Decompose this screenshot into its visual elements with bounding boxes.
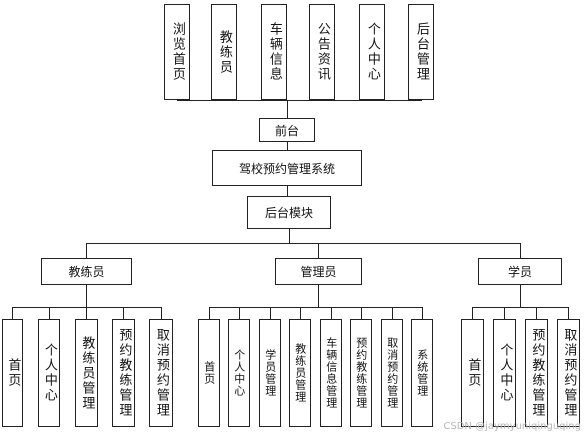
admin-module-cancel-booking: 取消预约管理 xyxy=(381,319,403,427)
frontend-module-vehicle-info: 车辆信息 xyxy=(261,4,287,100)
coach-drop-5 xyxy=(161,307,162,319)
role-coach: 教练员 xyxy=(41,258,132,285)
frontend-stem xyxy=(287,100,288,118)
admin-module-student-management: 学员管理 xyxy=(259,319,281,427)
admin-module-home: 首页 xyxy=(198,319,220,427)
coach-module-booking-management: 预约教练管理 xyxy=(112,319,135,427)
coach-drop-4 xyxy=(123,307,124,319)
admin-module-coach-management: 教练员管理 xyxy=(289,319,311,427)
coach-stem xyxy=(86,285,87,307)
student-module-booking-management: 预约教练管理 xyxy=(525,319,548,427)
student-drop-4 xyxy=(568,307,569,319)
frontend-module-personal-center: 个人中心 xyxy=(359,4,385,100)
coach-drop-2 xyxy=(49,307,50,319)
coach-module-coach-management: 教练员管理 xyxy=(75,319,98,427)
watermark: CSDN @jaymyuniqinguqing xyxy=(443,421,581,432)
system-to-backend-line xyxy=(287,186,288,196)
role-admin-drop xyxy=(318,243,319,258)
system-node: 驾校预约管理系统 xyxy=(212,150,362,186)
admin-module-vehicle-management: 车辆信息管理 xyxy=(320,319,342,427)
coach-module-home: 首页 xyxy=(2,319,23,427)
admin-bus-line xyxy=(209,307,422,308)
admin-drop-3 xyxy=(270,307,271,319)
admin-drop-1 xyxy=(209,307,210,319)
admin-module-personal-center: 个人中心 xyxy=(228,319,250,427)
front-node: 前台 xyxy=(259,118,315,142)
frontend-module-announcements: 公告资讯 xyxy=(309,4,335,100)
admin-drop-7 xyxy=(392,307,393,319)
admin-drop-4 xyxy=(300,307,301,319)
backend-stem xyxy=(289,229,290,243)
admin-stem xyxy=(318,285,319,307)
admin-drop-6 xyxy=(361,307,362,319)
role-admin: 管理员 xyxy=(275,258,362,285)
admin-drop-5 xyxy=(331,307,332,319)
frontend-module-browse-home: 浏览首页 xyxy=(164,4,190,100)
coach-drop-3 xyxy=(86,307,87,319)
frontend-bus-line xyxy=(177,100,422,101)
student-drop-1 xyxy=(472,307,473,319)
frontend-module-coach: 教练员 xyxy=(211,4,237,100)
backend-node: 后台模块 xyxy=(247,196,331,229)
student-bus-line xyxy=(472,307,568,308)
student-module-personal-center: 个人中心 xyxy=(493,319,516,427)
front-to-system-line xyxy=(287,142,288,150)
student-drop-3 xyxy=(536,307,537,319)
coach-drop-1 xyxy=(12,307,13,319)
roles-bus-line xyxy=(86,243,520,244)
student-module-cancel-booking: 取消预约管理 xyxy=(557,319,580,427)
role-student-drop xyxy=(520,243,521,258)
student-stem xyxy=(520,285,521,307)
admin-drop-2 xyxy=(239,307,240,319)
admin-module-booking-management: 预约教练管理 xyxy=(350,319,372,427)
coach-module-personal-center: 个人中心 xyxy=(38,319,60,427)
student-module-home: 首页 xyxy=(461,319,484,427)
coach-module-cancel-booking: 取消预约管理 xyxy=(149,319,173,427)
student-drop-2 xyxy=(504,307,505,319)
role-coach-drop xyxy=(86,243,87,258)
role-student: 学员 xyxy=(478,258,562,285)
frontend-module-backend-admin: 后台管理 xyxy=(408,4,434,100)
admin-module-system-management: 系统管理 xyxy=(411,319,433,427)
admin-drop-8 xyxy=(422,307,423,319)
